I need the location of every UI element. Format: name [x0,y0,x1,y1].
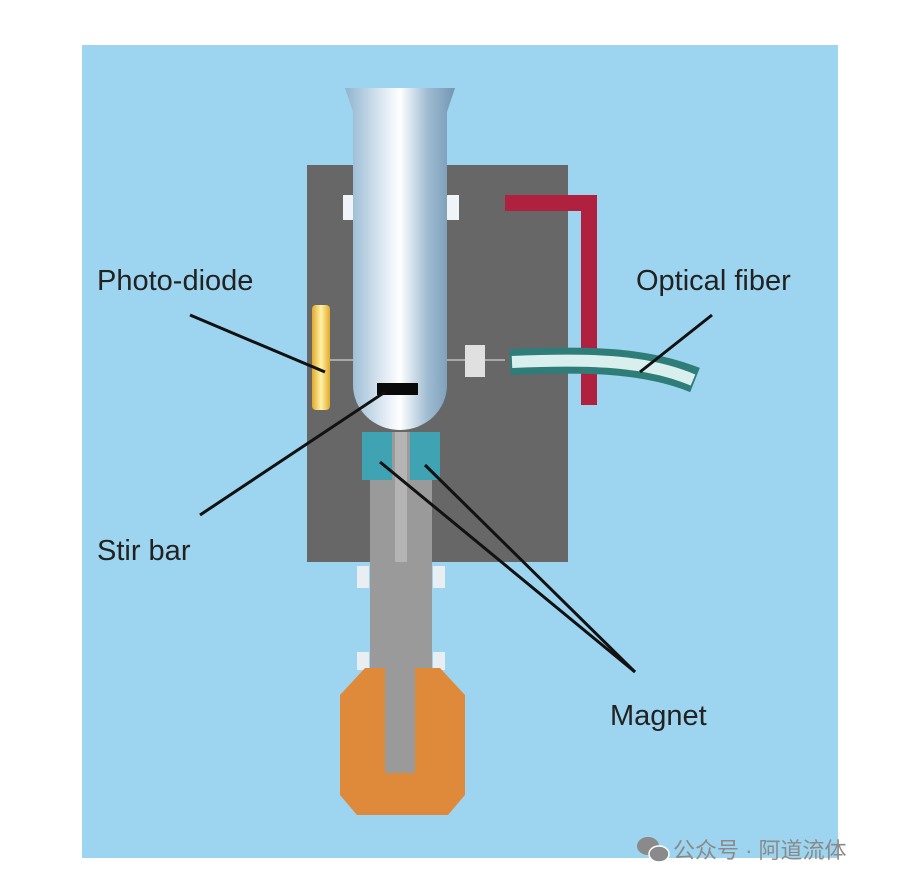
shaft-collar [433,652,445,670]
label-stir-bar: Stir bar [97,535,191,567]
shaft-collar [357,652,369,670]
spacer [445,195,459,220]
drive-shaft [370,540,432,680]
photo-diode [312,305,330,410]
magnet-leader-left [379,460,636,674]
magnet-leader-right [423,463,637,674]
label-optical-fiber: Optical fiber [636,265,791,297]
shaft-collar [357,566,369,588]
optical-fiber-leader [639,313,713,374]
red-conduit [505,195,597,405]
photo-diode-leader [189,313,326,374]
watermark-text: 公众号 · 阿道流体 [673,838,847,863]
label-photo-diode: Photo-diode [97,265,253,297]
stir-bar [377,383,418,395]
magnet-right [410,432,440,480]
wechat-icon [637,837,670,863]
label-magnet: Magnet [610,700,707,732]
leader-lines [189,313,713,674]
fiber-connector [465,345,485,377]
base-slot [385,668,415,773]
cuvette-tube [345,88,455,430]
stir-bar-leader [199,390,386,517]
shaft-collar [433,566,445,588]
magnet-spindle [395,432,407,562]
magnet-left [362,432,392,480]
optical-fiber-core [511,354,696,386]
